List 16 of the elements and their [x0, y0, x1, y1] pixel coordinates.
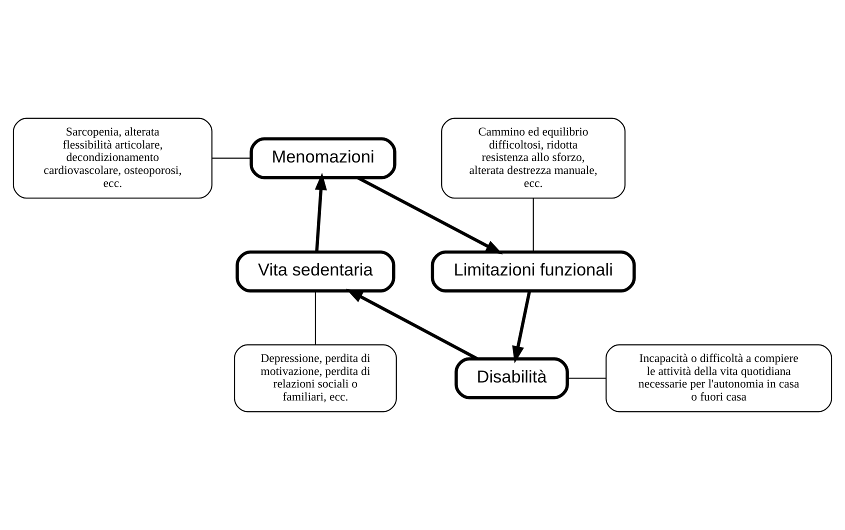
- arrow: [314, 172, 327, 252]
- node-box: Menomazioni: [250, 137, 396, 180]
- connector: [212, 158, 252, 159]
- arrow: [512, 290, 532, 364]
- node-box: Limitazioni funzionali: [430, 250, 636, 292]
- node-box: Depressione, perdita di motivazione, perdita di relazioni sociali o familiari, ecc.: [234, 344, 397, 412]
- node-box: Vita sedentaria: [236, 250, 396, 292]
- node-box: Sarcopenia, alterata flessibilità articolare, decondizionamento cardiovascolare, osteoporosi, ecc.: [12, 118, 212, 199]
- connector: [314, 291, 316, 345]
- connector: [532, 198, 534, 252]
- arrow: [356, 176, 503, 254]
- node-box: Cammino ed equilibrio difficoltosi, ridotta resistenza allo sforzo, alterata destrezza manuale, ecc.: [441, 118, 626, 199]
- connector: [568, 378, 606, 379]
- arrow: [346, 288, 478, 360]
- node-box: Disabilità: [454, 357, 569, 400]
- node-box: Incapacità o difficoltà a compiere le attività della vita quotidiana necessarie per l'autonomia in casa o fuori casa: [606, 344, 832, 412]
